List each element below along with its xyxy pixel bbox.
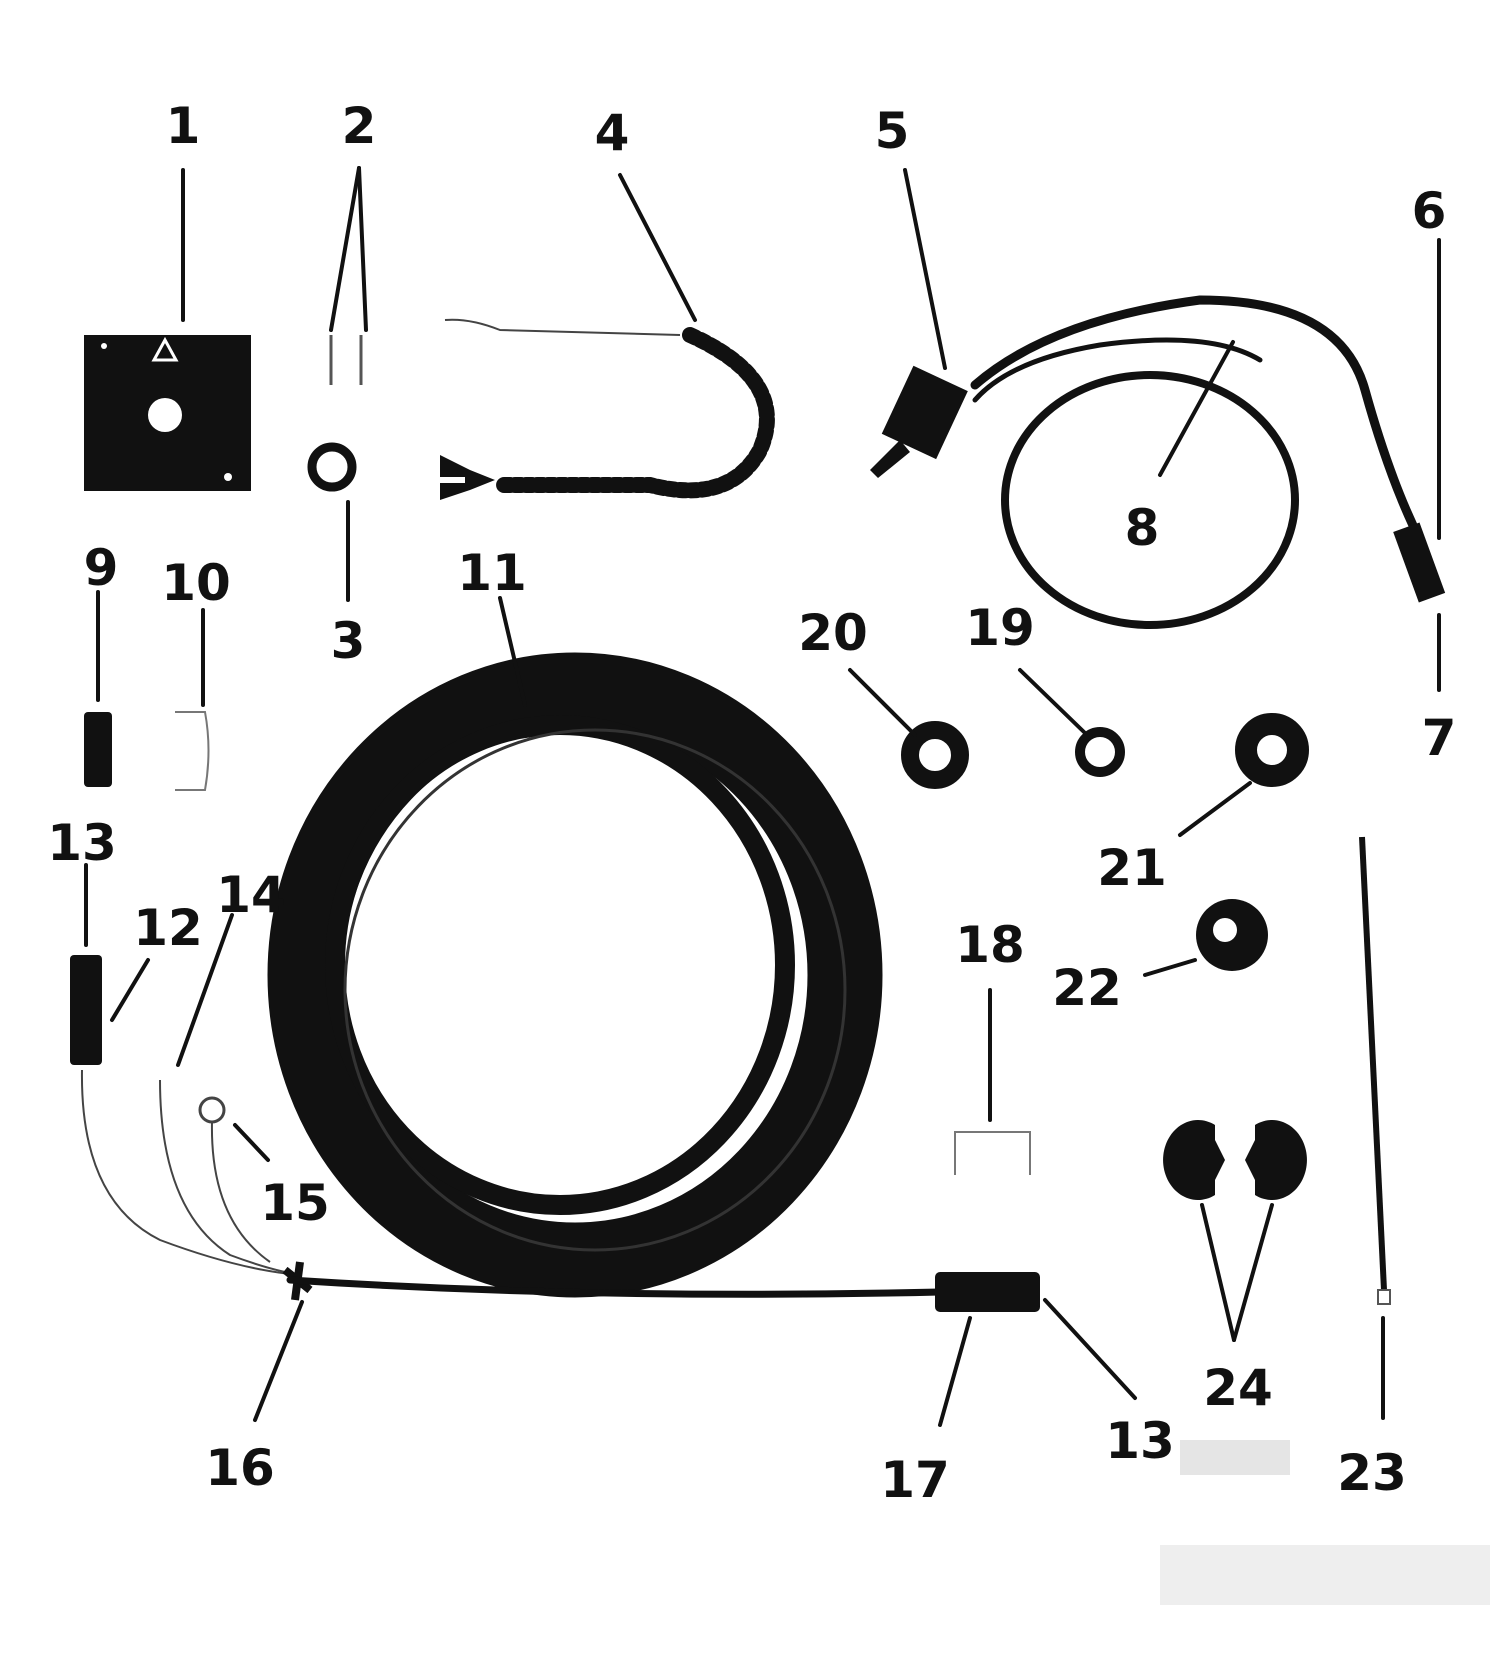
part-8-lead-loop [970,295,1425,629]
part-6-7-connector [1393,522,1446,603]
part-20-washer [901,721,969,789]
callout-18: 18 [955,916,1025,974]
part-23-rod [1359,836,1391,1305]
callout-11: 11 [457,544,527,602]
part-13-right-connector [935,1272,1040,1312]
part-19-washer [1075,727,1125,777]
callout-2: 2 [342,97,377,155]
part-13-left-connector [70,955,102,1065]
part-18-sleeve [954,1131,1031,1175]
callout-15: 15 [260,1174,330,1232]
callout-8: 8 [1125,499,1160,557]
part-2-screws [329,335,363,385]
part-1-switch-plate [84,335,251,491]
callout-13-left: 13 [47,814,117,872]
callout-16: 16 [205,1439,275,1497]
scan-noise [1160,1440,1490,1605]
part-22-grommet [1196,899,1268,971]
callout-3: 3 [331,612,366,670]
callout-9: 9 [84,539,119,597]
part-15-ring-terminal [198,1096,271,1263]
callout-19: 19 [965,599,1035,657]
part-10-sleeve [175,711,210,791]
callout-23: 23 [1337,1444,1407,1502]
callout-7: 7 [1422,709,1457,767]
callout-17: 17 [880,1451,950,1509]
callout-21: 21 [1097,839,1167,897]
part-9-plug [84,712,112,787]
part-11-cable-coil [267,652,883,1298]
callout-20: 20 [798,604,868,662]
callout-22: 22 [1052,959,1122,1017]
part-12-lead [80,1069,301,1276]
harness-main-wire [286,1276,944,1298]
part-3-nut [307,442,357,492]
callout-24: 24 [1203,1359,1273,1417]
callout-12: 12 [133,899,203,957]
callout-4: 4 [595,104,630,162]
callout-5: 5 [875,102,910,160]
part-21-washer [1235,713,1309,787]
callout-1: 1 [166,97,201,155]
callout-6: 6 [1412,182,1447,240]
callout-13-right: 13 [1105,1412,1175,1470]
part-5-kill-switch [870,365,968,478]
callout-10: 10 [161,554,231,612]
part-4-lanyard [440,318,775,500]
callout-14: 14 [216,866,286,924]
part-14-lead [159,1079,301,1276]
part-24-split-grommets [1163,1120,1307,1200]
